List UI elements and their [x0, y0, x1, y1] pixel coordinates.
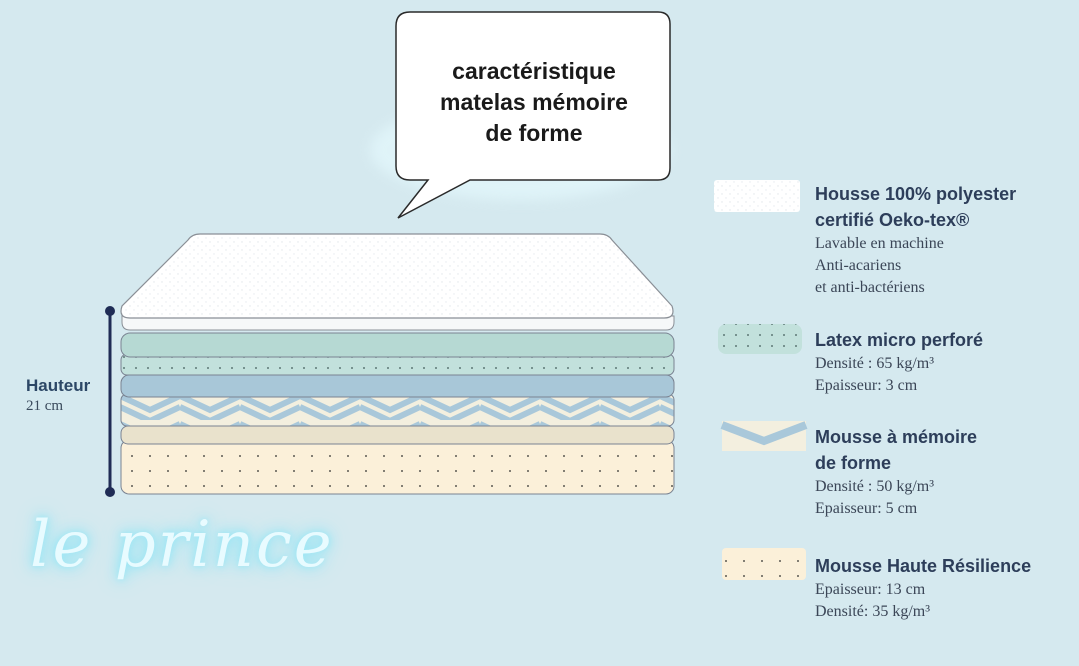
- cover-edge: [121, 315, 675, 331]
- legend-title: Mousse à mémoire de forme: [815, 424, 977, 476]
- legend-detail: Epaisseur: 3 cm: [815, 377, 918, 394]
- legend-title-line: Latex micro perforé: [815, 330, 984, 350]
- legend-title-line: Housse 100% polyester: [815, 184, 1017, 204]
- latex-top: [120, 332, 675, 358]
- bubble-line: caractéristique: [452, 58, 616, 84]
- bubble-line: matelas mémoire: [440, 89, 628, 115]
- height-title: Hauteur: [26, 376, 91, 395]
- memory-foam-top: [120, 374, 675, 398]
- legend-detail: Epaisseur: 13 cm: [815, 581, 926, 598]
- legend-details: Epaisseur: 13 cm Densité: 35 kg/m³: [815, 579, 1031, 623]
- legend-detail: Anti-acariens: [815, 257, 902, 274]
- height-value: 21 cm: [26, 398, 64, 414]
- legend-title-line: Mousse Haute Résilience: [815, 556, 1032, 576]
- legend-hr-foam: Mousse Haute Résilience Epaisseur: 13 cm…: [815, 553, 1031, 623]
- bubble-line: de forme: [485, 120, 583, 146]
- legend-detail: Densité: 35 kg/m³: [815, 603, 931, 620]
- memory-foam-layer: [120, 393, 675, 427]
- swatch-hr-foam: [722, 548, 806, 580]
- legend-title: Mousse Haute Résilience: [815, 553, 1031, 579]
- legend-title: Housse 100% polyester certifié Oeko-tex®: [815, 181, 1016, 233]
- ruler-bottom-cap: [105, 487, 115, 497]
- legend-title-line: Mousse à mémoire: [815, 427, 978, 447]
- legend-title-line: de forme: [815, 453, 892, 473]
- cover-top: [120, 233, 674, 319]
- height-label: Hauteur 21 cm: [26, 376, 90, 416]
- speech-bubble: [395, 11, 671, 219]
- legend-cover: Housse 100% polyester certifié Oeko-tex®…: [815, 181, 1016, 299]
- legend-latex: Latex micro perforé Densité : 65 kg/m³ E…: [815, 327, 983, 397]
- bubble-caption: caractéristique matelas mémoire de forme: [400, 56, 668, 149]
- brand-logo: le prince: [30, 508, 334, 582]
- legend-details: Densité : 65 kg/m³ Epaisseur: 3 cm: [815, 353, 983, 397]
- legend-details: Lavable en machine Anti-acariens et anti…: [815, 233, 1016, 299]
- legend-details: Densité : 50 kg/m³ Epaisseur: 5 cm: [815, 476, 977, 520]
- swatch-memory-foam: [720, 421, 808, 451]
- legend-title-line: certifié Oeko-tex®: [815, 210, 970, 230]
- legend-detail: Densité : 50 kg/m³: [815, 478, 935, 495]
- legend-title: Latex micro perforé: [815, 327, 983, 353]
- legend-detail: Lavable en machine: [815, 235, 944, 252]
- ruler-top-cap: [105, 306, 115, 316]
- swatch-latex: [718, 324, 802, 354]
- legend-detail: et anti-bactériens: [815, 279, 925, 296]
- hr-foam-top: [120, 425, 675, 445]
- swatch-cover: [714, 180, 800, 212]
- legend-detail: Densité : 65 kg/m³: [815, 355, 935, 372]
- legend-detail: Epaisseur: 5 cm: [815, 500, 918, 517]
- legend-memory-foam: Mousse à mémoire de forme Densité : 50 k…: [815, 424, 977, 520]
- hr-foam-layer: [120, 439, 675, 495]
